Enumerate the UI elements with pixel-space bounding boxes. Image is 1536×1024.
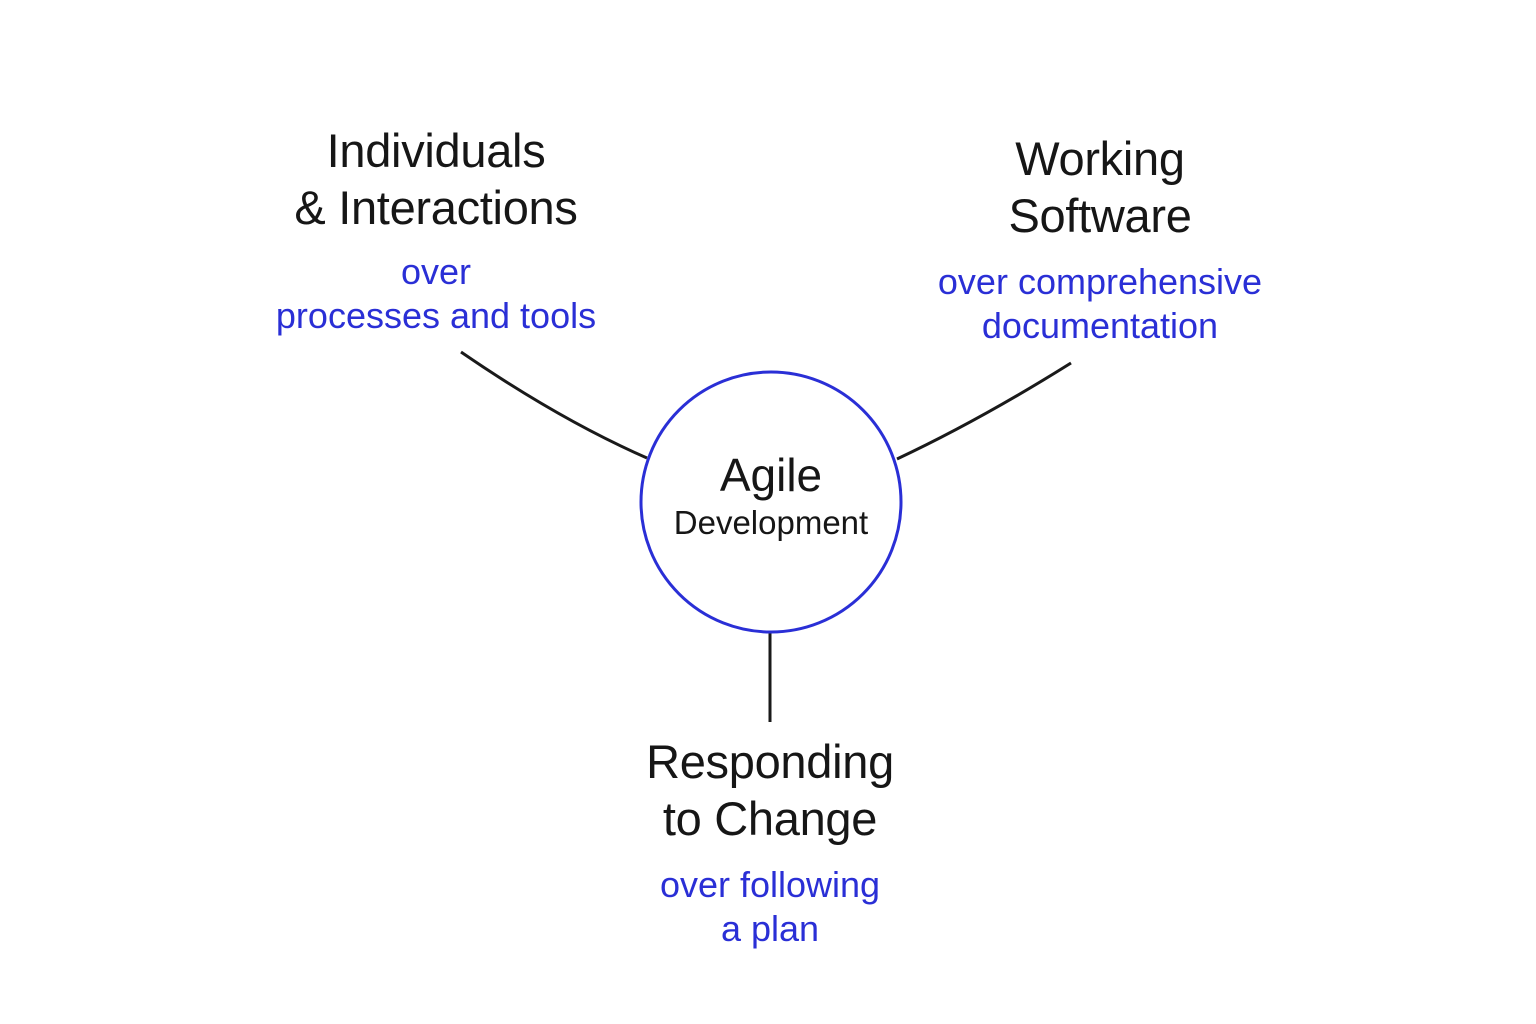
- value-title: Responding to Change: [570, 733, 970, 847]
- value-title-line-1: Working: [1015, 132, 1185, 185]
- value-title: Working Software: [900, 130, 1300, 244]
- center-label-line-1: Agile: [719, 449, 823, 501]
- value-title-line-2: & Interactions: [294, 181, 578, 234]
- value-over-text: over following a plan: [570, 863, 970, 951]
- value-title-line-2: Software: [1008, 189, 1192, 242]
- value-individuals-interactions: Individuals & Interactions over processe…: [236, 122, 636, 338]
- center-label: Agile Development: [640, 448, 902, 544]
- value-over-line-1: over comprehensive: [937, 261, 1263, 302]
- center-label-line-2: Development: [673, 504, 869, 541]
- value-over-line-2: documentation: [981, 305, 1219, 346]
- connector-software: [896, 361, 1072, 461]
- value-title-line-2: to Change: [662, 792, 878, 845]
- value-over-text: over comprehensive documentation: [900, 260, 1300, 348]
- value-title: Individuals & Interactions: [236, 122, 636, 236]
- value-working-software: Working Software over comprehensive docu…: [900, 130, 1300, 348]
- value-over-line-2: processes and tools: [275, 295, 597, 336]
- center-circle: [639, 370, 903, 634]
- value-title-line-1: Individuals: [326, 124, 546, 177]
- value-title-line-1: Responding: [646, 735, 894, 788]
- value-over-text: over processes and tools: [236, 250, 636, 338]
- value-over-line-2: a plan: [720, 908, 820, 949]
- connector-individuals: [460, 350, 648, 460]
- value-over-line-1: over: [400, 251, 472, 292]
- value-over-line-1: over following: [659, 864, 881, 905]
- value-responding-to-change: Responding to Change over following a pl…: [570, 733, 970, 951]
